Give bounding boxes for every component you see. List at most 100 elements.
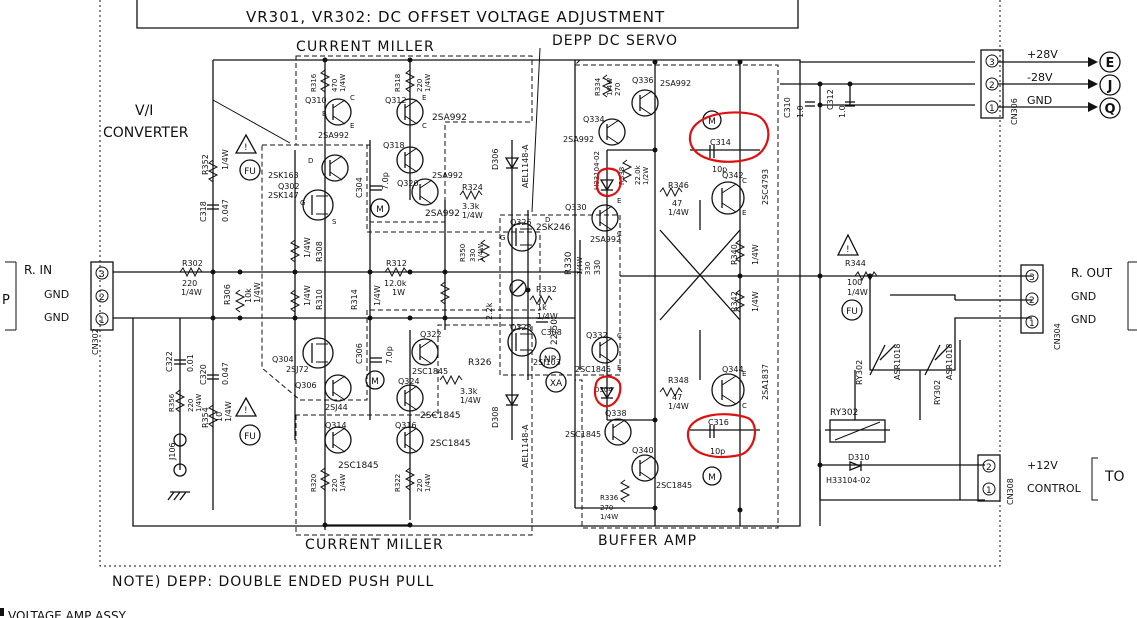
r350-w: 1/4W: [477, 244, 485, 262]
c304-name: C304: [355, 177, 364, 198]
cn302-pin-1: 1: [99, 316, 105, 326]
relay-part-1: ASR1018: [893, 344, 902, 380]
c320-name: C320: [199, 364, 208, 385]
pin-letter-14: E: [617, 364, 621, 372]
cn302-label: CN302: [91, 328, 100, 355]
r354-w: 1/4W: [224, 401, 233, 422]
m-icon-4: M: [708, 473, 716, 483]
q340-symbol: [631, 454, 659, 482]
c316-name: C316: [708, 418, 729, 427]
wiring: [113, 59, 1032, 530]
r310-name: R310: [315, 289, 324, 310]
q302-type-a: 2SK163: [268, 171, 299, 180]
relay-name: RY302: [830, 408, 858, 418]
cn308-label: CN308: [1006, 478, 1015, 505]
q310-type: 2SA992: [318, 131, 349, 140]
pin-letter-5: C: [422, 122, 427, 130]
r308-name: R308: [315, 241, 324, 262]
r334-name: R334: [594, 77, 602, 96]
q306-label: Q306: [295, 381, 317, 390]
r326-w: 1/4W: [460, 396, 481, 405]
q312-type: 2SA992: [432, 113, 467, 123]
pin-letter-10: G: [500, 234, 505, 242]
c308-name: C308: [541, 328, 562, 337]
vi-pointer-line: [212, 99, 291, 144]
d310-type: H33104-02: [826, 476, 871, 485]
pin-letter-3: B: [322, 110, 327, 118]
c312-name: C312: [826, 89, 835, 110]
q316-symbol: [396, 426, 424, 454]
q324-type: 2SC1845: [420, 411, 461, 421]
q320-type-a: 2SA992: [432, 171, 463, 180]
control-label-to: TO: [1104, 469, 1125, 485]
r338-w: 1/2W: [642, 167, 650, 185]
cn306-pin-1: 1: [989, 104, 995, 114]
cn304-pin-3: 3: [1029, 273, 1035, 283]
r306-val: 10k: [244, 288, 253, 303]
r346-val: 47: [672, 199, 682, 208]
r322-w: 1/4W: [424, 474, 432, 492]
pin-letter-4: E: [422, 94, 426, 102]
r348-w: 1/4W: [668, 402, 689, 411]
power-label-gnd: GND: [1027, 94, 1052, 107]
q306-symbol: [324, 374, 352, 402]
cn302-label-gnd2: GND: [44, 311, 69, 324]
cn302-label-gnd1: GND: [44, 288, 69, 301]
r332-name: R332: [536, 285, 557, 294]
red-circle-diode-top: [595, 167, 622, 198]
q334-label: Q334: [583, 115, 605, 124]
terminal-q: Q: [1104, 102, 1115, 117]
q320-type-b: 2SA992: [425, 209, 460, 219]
markers: FU ! FU ! M M M M NP XA J106: [167, 110, 722, 501]
q310-symbol: [324, 98, 352, 126]
r332-w: 1/4W: [537, 312, 558, 321]
warn-icon-1: !: [244, 143, 248, 153]
control-label-12v: +12V: [1027, 459, 1058, 472]
r336-val: 270: [600, 504, 613, 512]
r348-name: R348: [668, 376, 689, 385]
r324-name: R324: [462, 183, 483, 192]
q320-label: Q320: [397, 179, 419, 188]
q342-symbol: [711, 181, 745, 215]
d308-type: AEL1148-A: [521, 424, 530, 468]
d310-label: D310: [848, 453, 869, 462]
c322-name: C322: [165, 351, 174, 372]
pin-letter-1: C: [350, 94, 355, 102]
r324-w: 1/4W: [462, 211, 483, 220]
q332-label: Q332: [586, 331, 608, 340]
r322-name: R322: [394, 474, 402, 492]
q322-label: Q322: [420, 330, 442, 339]
j106-label: J106: [168, 442, 177, 461]
q320-symbol: [411, 178, 439, 206]
q328-symbol: [507, 327, 537, 357]
q326-symbol: [507, 222, 537, 252]
relay-ry302: RY302 RY302 ASR1018 RY302 ASR1018 D310 H…: [826, 344, 954, 485]
r308-w: 1/4W: [303, 237, 312, 258]
relay-part-2: ASR1018: [945, 344, 954, 380]
pin-letter-6: D: [308, 157, 313, 165]
cn304-label-rout: R. OUT: [1071, 266, 1113, 280]
current-miller-top-label: CURRENT MILLER: [296, 39, 435, 55]
q342-type: 2SC4793: [761, 169, 770, 205]
r318-val: 220: [416, 79, 424, 92]
r336-w: 1/4W: [600, 513, 618, 521]
pin-letter-11: E: [617, 197, 621, 205]
control-connector: 2 1 CN308 +12V CONTROL TO: [977, 454, 1125, 505]
power-caps: C310 1.0 C312 1.0: [783, 89, 855, 118]
r342-w: 1/4W: [751, 291, 760, 312]
cn302-pin-3: 3: [99, 270, 105, 280]
q324-symbol: [396, 384, 424, 412]
q338-symbol: [604, 418, 632, 446]
q322-symbol: [411, 338, 439, 366]
pin-letter-17: E: [742, 370, 746, 378]
resistor-labels: R302 220 1/4W R306 10k 1/4W R308 1/4W R3…: [168, 73, 760, 521]
r314-w: 1/4W: [373, 285, 382, 306]
q344-symbol: [711, 373, 745, 407]
r330-name: R330: [564, 251, 574, 275]
pin-letters: C E B E C D G S D G E C C E C E E C: [300, 94, 747, 410]
r320-val: 220: [331, 479, 339, 492]
r326-name: R326: [468, 358, 492, 368]
r316-w: 1/4W: [339, 74, 347, 92]
d308-label: D308: [491, 407, 500, 428]
capacitors: C304 7.0p C306 7.0p C308 22/50 C314 10p …: [165, 138, 731, 456]
